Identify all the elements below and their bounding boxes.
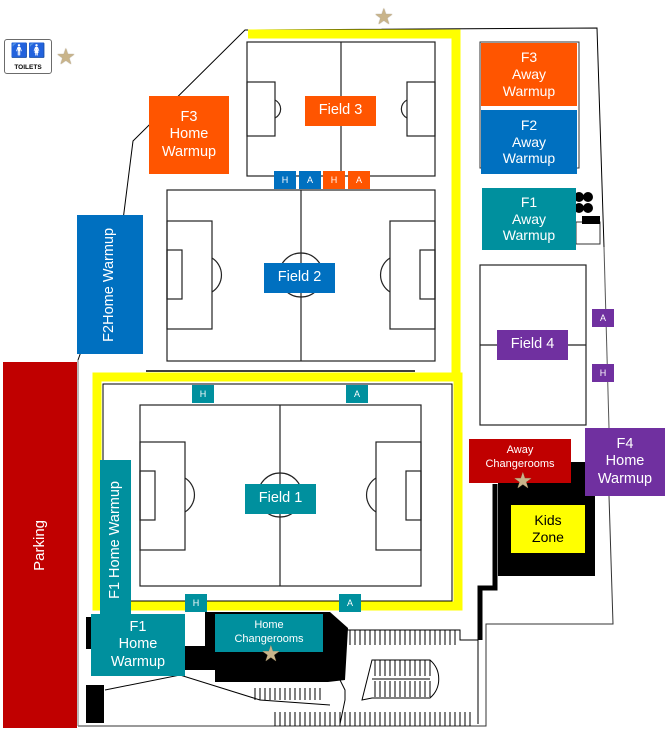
parking-area[interactable]: Parking (3, 362, 77, 728)
f3-away-warmup-line1: F3 (520, 49, 538, 66)
toilets-icon: 🚹🚺 (10, 42, 46, 58)
car-park (104, 629, 479, 725)
f3-away-warmup[interactable]: F3 Away Warmup (481, 43, 577, 106)
star-icon-home-changerooms: ★ (261, 641, 281, 666)
toilets-sign[interactable]: 🚹🚺 TOILETS (4, 39, 52, 74)
field-4-label[interactable]: Field 4 (497, 330, 568, 360)
f1-away-warmup[interactable]: F1 Away Warmup (482, 188, 576, 250)
f4-home-warmup[interactable]: F4 Home Warmup (585, 428, 665, 496)
f3-home-warmup-line2: Home (169, 126, 209, 143)
away-changerooms-line2: Changerooms (485, 457, 555, 470)
star-icon-toilets: ★ (56, 44, 76, 69)
f2-away-warmup-line3: Warmup (502, 150, 556, 167)
bench-tag-f4-home: H (592, 364, 614, 382)
boundary-field-2-3 (248, 29, 461, 376)
f1-away-warmup-line3: Warmup (502, 227, 556, 244)
site-outline-north (119, 27, 605, 248)
kids-zone[interactable]: Kids Zone (511, 505, 585, 553)
home-changerooms-line1: Home (254, 619, 284, 632)
field-1-label[interactable]: Field 1 (245, 484, 316, 514)
f1-home-warmup[interactable]: F1 Home Warmup (91, 614, 185, 676)
bins-icon (574, 192, 593, 213)
f1-away-warmup-line2: Away (512, 210, 546, 227)
pitch-field-2 (166, 189, 436, 362)
home-changerooms-line2: Changerooms (234, 633, 304, 645)
field-3-label[interactable]: Field 3 (305, 96, 376, 126)
f3-home-warmup-line1: F3 (180, 108, 198, 125)
f3-away-warmup-line2: Away (512, 66, 546, 83)
bench-tag-f2-home: H (274, 171, 296, 189)
f1-away-warmup-line1: F1 (520, 193, 538, 210)
kids-zone-line1: Kids (534, 512, 562, 529)
f3-home-warmup-line3: Warmup (161, 143, 217, 160)
parking-stalls (254, 630, 471, 726)
toilets-label: TOILETS (14, 64, 42, 71)
f1-home-warmup-strip-label: F1 Home Warmup (106, 481, 123, 599)
away-changerooms-line1: Away (506, 444, 534, 456)
bench-tag-f3-home: H (323, 171, 345, 189)
f4-home-warmup-line2: Home (605, 453, 645, 470)
bench-tag-f3-away: A (348, 171, 370, 189)
f4-home-warmup-line3: Warmup (597, 470, 653, 487)
bench-tag-f1-top-away: A (346, 385, 368, 403)
bench-tag-f4-away: A (592, 309, 614, 327)
star-icon-field-3: ★ (374, 4, 394, 29)
site-outline-east (603, 246, 610, 429)
f2-home-warmup-line1: F2 (101, 324, 118, 342)
f2-away-warmup-line1: F2 (520, 116, 538, 133)
home-changerooms[interactable]: Home Changerooms (215, 614, 323, 652)
f2-away-warmup[interactable]: F2 Away Warmup (481, 110, 577, 174)
f1-home-warmup-line3: Warmup (110, 653, 166, 670)
bench-tag-f1-top-home: H (192, 385, 214, 403)
f2-home-warmup-line2: Home Warmup (101, 227, 118, 325)
f2-away-warmup-line2: Away (512, 133, 546, 150)
f1-home-warmup-line1: F1 (129, 618, 147, 635)
parking-label: Parking (31, 519, 48, 571)
boundary-field-1 (92, 372, 463, 611)
star-icon-away-changerooms: ★ (513, 468, 533, 493)
away-changerooms[interactable]: Away Changerooms (469, 439, 571, 483)
f3-away-warmup-line3: Warmup (502, 82, 556, 99)
f3-home-warmup[interactable]: F3 Home Warmup (149, 96, 229, 174)
field-2-label[interactable]: Field 2 (264, 263, 335, 293)
bench-tag-f2-away: A (299, 171, 321, 189)
f1-home-warmup-strip[interactable]: F1 Home Warmup (100, 460, 131, 620)
kids-zone-line2: Zone (532, 529, 564, 545)
f4-home-warmup-line1: F4 (616, 435, 634, 452)
bench-tag-f1-bottom-home: H (185, 594, 207, 612)
f1-home-warmup-line2: Home (118, 636, 158, 653)
bench-tag-f1-bottom-away: A (339, 594, 361, 612)
f2-home-warmup[interactable]: F2 Home Warmup (77, 215, 143, 354)
